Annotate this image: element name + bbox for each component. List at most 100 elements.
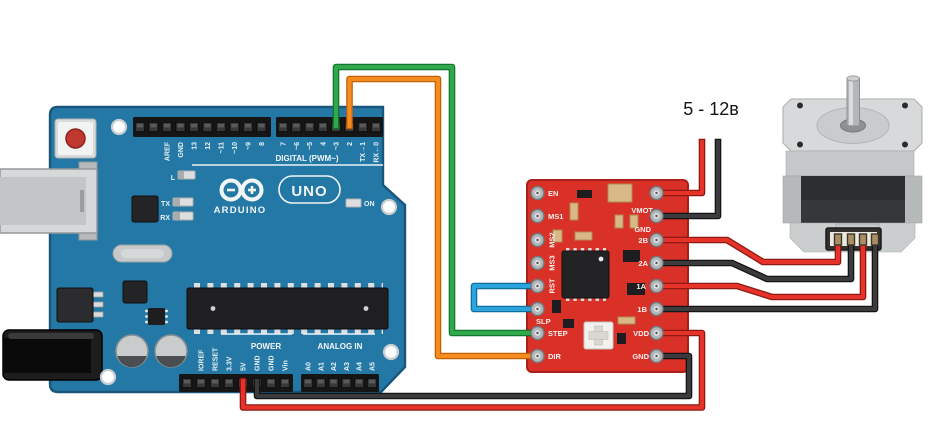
mounting-hole: [110, 118, 128, 136]
pin-label: 2B: [638, 236, 648, 245]
wire-coil-2b-red[interactable]: [649, 236, 842, 266]
pin-label: RX←0: [374, 142, 381, 163]
power-caption: POWER: [251, 342, 281, 351]
pin-label: Vin: [283, 360, 290, 371]
wire-coil-1b-black[interactable]: [649, 239, 879, 313]
mounting-hole: [382, 343, 400, 361]
pin-label: SLP: [536, 317, 551, 326]
wire-coil-2a-black[interactable]: [649, 239, 855, 283]
pin-label: 4: [320, 142, 327, 146]
digital-header[interactable]: [133, 117, 383, 137]
pin-label: 2A: [638, 259, 648, 268]
pin-label: A0: [306, 362, 313, 371]
pin-label: GND: [634, 225, 651, 234]
led-rx-label: RX: [160, 215, 170, 222]
motor-upper-side: [785, 150, 915, 177]
driver-components: [552, 183, 645, 350]
pin-label: 2: [347, 142, 354, 146]
pin-label: EN: [548, 189, 558, 198]
pin-label: MS1: [548, 212, 563, 221]
wire-coil-1a-red[interactable]: [649, 239, 867, 301]
led-on-label: ON: [364, 201, 375, 208]
arduino-brand-text: ARDUINO: [214, 205, 267, 216]
pin-label: ~11: [219, 142, 226, 154]
digital-caption: DIGITAL (PWM~): [275, 154, 338, 163]
atmega-chip: [186, 283, 389, 334]
pin-label: 1B: [637, 305, 647, 314]
uno-badge: [278, 175, 341, 204]
pin-label: 5V: [241, 362, 248, 371]
small-ic: [122, 280, 148, 304]
pin-label: ~9: [246, 142, 253, 150]
pin-label: GND: [178, 142, 185, 158]
pin-label: VDD: [633, 329, 649, 338]
wire-5v-red[interactable]: [239, 329, 706, 411]
pin-label: STEP: [548, 329, 568, 338]
analog-header[interactable]: [301, 374, 379, 392]
led-tx-label: TX: [161, 201, 170, 208]
wire-step-green[interactable]: [332, 63, 545, 337]
driver-pin-labels: EN MS1 MS2 MS3 RST SLP STEP DIR VMOT GND…: [536, 189, 653, 361]
screw-icon: [797, 102, 803, 109]
power-supply-label: 5 - 12в: [683, 99, 739, 119]
motor-shaft: [846, 75, 860, 127]
driver-board: EN MS1 MS2 MS3 RST SLP STEP DIR VMOT GND…: [526, 179, 689, 373]
pin-label: A4: [357, 362, 364, 371]
pin-label: A3: [344, 362, 351, 371]
pin-label: ~3: [334, 142, 341, 150]
screw-icon: [902, 141, 908, 148]
wire-vmot-red[interactable]: [649, 138, 706, 197]
pin-label: 12: [205, 142, 212, 150]
current-potentiometer[interactable]: [583, 321, 614, 350]
usb-connector: [0, 161, 98, 241]
wires: [239, 63, 879, 411]
power-jack: [2, 329, 103, 381]
wire-vmot-gnd-black[interactable]: [649, 138, 722, 220]
pin-label: 8: [259, 142, 266, 146]
arduino-logo: ARDUINO UNO: [214, 175, 341, 216]
wire-dir-orange[interactable]: [346, 75, 545, 360]
wire-gnd-black[interactable]: [253, 352, 693, 400]
mounting-hole: [380, 198, 398, 216]
pin-label: ~6: [294, 142, 301, 150]
pin-label: MS2: [548, 232, 557, 247]
motor-connector-pads: [833, 233, 880, 246]
led-l-label: L: [171, 175, 176, 182]
pin-label: AREF: [165, 141, 172, 161]
stepper-motor: [782, 75, 923, 253]
crystal-oscillator: [112, 244, 173, 263]
pin-label: 3.3V: [227, 356, 234, 371]
pin-label: TX→1: [360, 142, 367, 162]
wire-rst-slp-blue[interactable]: [470, 282, 545, 313]
pin-label: RESET: [213, 347, 220, 371]
pin-label: A5: [370, 362, 377, 371]
board-leds: L TX RX ON: [160, 170, 375, 222]
pin-label: GND: [255, 355, 262, 371]
pin-label: A1: [318, 362, 325, 371]
electrolytic-capacitor: [154, 334, 188, 368]
pin-label: ~10: [232, 142, 239, 154]
reset-button[interactable]: [54, 118, 97, 159]
power-header[interactable]: [179, 374, 293, 392]
analog-caption: ANALOG IN: [318, 342, 363, 351]
voltage-regulator: [56, 287, 104, 323]
pin-label: IOREF: [199, 349, 206, 371]
mounting-hole: [99, 368, 117, 386]
pin-label: RST: [548, 278, 557, 293]
digital-pin-labels: AREF GND 13 12 ~11 ~10 ~9 8 7 ~6 ~5 4 ~3…: [165, 141, 381, 162]
usb-interface-chip: [131, 195, 159, 223]
a4988-ic: [561, 248, 610, 301]
power-pin-labels: IOREF RESET 3.3V 5V GND GND Vin: [199, 347, 290, 371]
screw-icon: [797, 141, 803, 148]
analog-pin-labels: A0 A1 A2 A3 A4 A5: [306, 362, 377, 371]
on-led: [345, 198, 362, 208]
pin-label: VMOT: [631, 206, 653, 215]
uno-model-text: UNO: [291, 183, 327, 200]
pin-label: 13: [192, 142, 199, 150]
pin-label: GND: [269, 355, 276, 371]
electrolytic-capacitor: [115, 334, 149, 368]
pin-label: 7: [281, 142, 288, 146]
pin-label: DIR: [548, 352, 562, 361]
pin-label: GND: [632, 352, 649, 361]
pin-label: ~5: [307, 142, 314, 150]
